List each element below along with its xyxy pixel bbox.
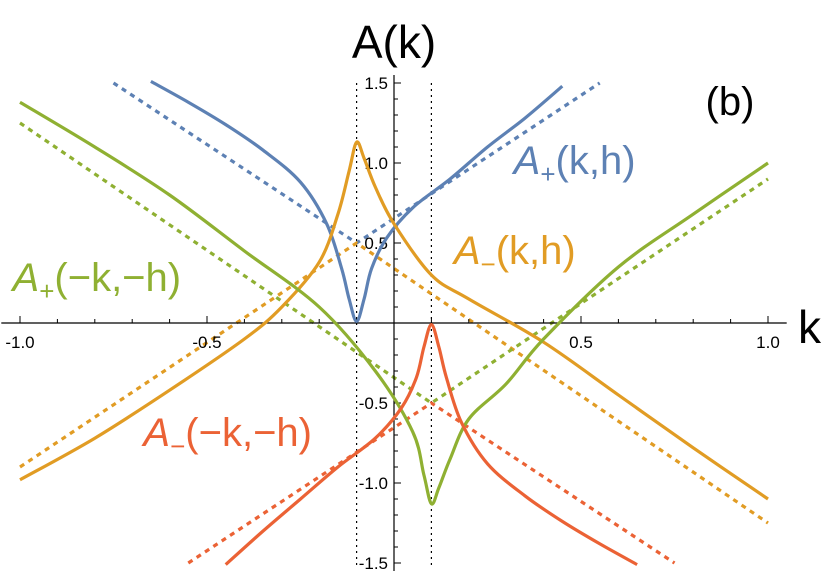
y-tick-label: 1.0: [364, 154, 388, 173]
y-tick-label: 1.5: [364, 74, 388, 93]
x-axis-label: k: [798, 301, 822, 353]
curves: [19, 80, 769, 566]
y-tick-label: -1.0: [359, 474, 388, 493]
curve-label-3: A+(−k,−h): [11, 256, 182, 306]
x-tick-label: -1.0: [5, 333, 34, 352]
panel-label: (b): [706, 80, 755, 124]
x-tick-label: 1.0: [756, 333, 780, 352]
x-tick-label: 0.5: [569, 333, 593, 352]
asymptote-line-2: [19, 241, 769, 525]
series-line-3: [19, 100, 769, 506]
x-tick-label: -0.5: [192, 333, 221, 352]
asymptote-line-4: [187, 401, 676, 565]
y-tick-label: -1.5: [359, 554, 388, 573]
chart-title: A(k): [352, 16, 436, 68]
curve-label-2: A−(k,h): [452, 229, 576, 279]
y-tick-label: -0.5: [359, 394, 388, 413]
labels: A(k) k (b) A+(k,h) A−(k,h) A+(−k,−h) A−(−k,…: [11, 16, 822, 461]
series-line-2: [19, 140, 769, 501]
asymptote-lines: [19, 81, 769, 565]
series-line-1: [150, 80, 564, 323]
curve-label-4: A−(−k,−h): [141, 411, 312, 461]
curve-label-1: A+(k,h): [512, 139, 636, 189]
series-line-4: [224, 323, 638, 566]
